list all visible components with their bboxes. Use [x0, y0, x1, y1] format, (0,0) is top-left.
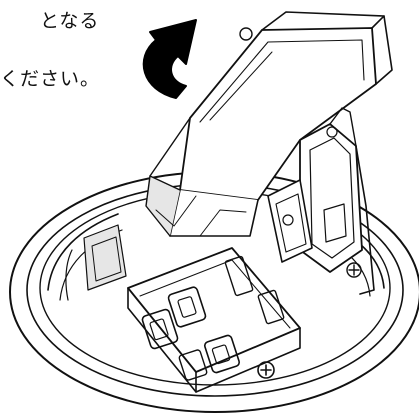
socket-block: [127, 247, 301, 393]
receptacle-slots: [141, 255, 285, 381]
caption-line-1: となる: [40, 10, 100, 32]
caption-line-2: ください。: [0, 68, 101, 90]
screw-icon: [239, 27, 362, 379]
hinged-lid: [145, 11, 393, 237]
curved-arrow-icon: [142, 19, 197, 99]
hinge-bracket: [267, 107, 375, 295]
